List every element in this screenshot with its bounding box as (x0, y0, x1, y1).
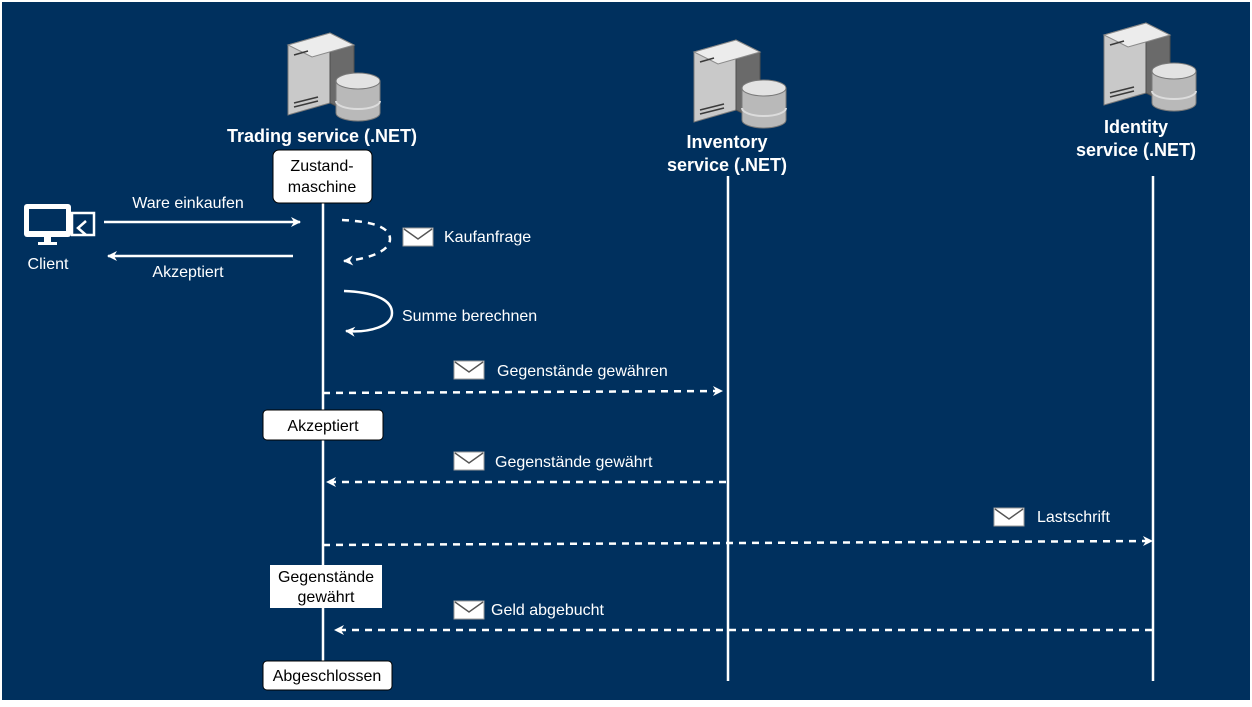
items-granted-envelope-icon (453, 451, 485, 471)
trading-service-title: Trading service (.NET) (227, 126, 417, 146)
state-items-granted-line1: Gegenstände (278, 569, 374, 586)
calculate-total-self-arrow (343, 289, 394, 337)
money-debited-envelope-icon (453, 600, 485, 620)
debit-label: Lastschrift (1037, 509, 1110, 526)
state-initial-line2: maschine (288, 179, 357, 196)
state-box-items-granted: Gegenstände gewährt (270, 565, 382, 608)
state-accepted-label: Akzeptiert (287, 418, 359, 435)
state-box-accepted: Akzeptiert (262, 409, 384, 441)
purchase-request-self-arrow (341, 218, 392, 266)
identity-service-title-line1: Identity (1104, 117, 1168, 137)
state-completed-label: Abgeschlossen (273, 668, 382, 685)
state-box-completed: Abgeschlossen (262, 660, 393, 691)
grant-items-label: Gegenstände gewähren (497, 363, 668, 380)
debit-arrow (322, 536, 1153, 547)
state-box-initial: Zustand- maschine (272, 149, 373, 204)
inventory-service-title-line1: Inventory (686, 132, 767, 152)
items-granted-label: Gegenstände gewährt (495, 454, 653, 471)
grant-items-arrow (322, 386, 723, 397)
accepted-reply-label: Akzeptiert (152, 264, 224, 281)
purchase-request-label: Kaufanfrage (444, 229, 531, 246)
buy-goods-label: Ware einkaufen (132, 195, 243, 212)
identity-service-title-line2: service (.NET) (1076, 140, 1196, 160)
client-monitor-icon (24, 204, 96, 245)
client-label: Client (28, 256, 69, 273)
debit-envelope-icon (993, 507, 1025, 527)
purchase-request-envelope-icon (402, 227, 434, 247)
grant-items-envelope-icon (453, 360, 485, 380)
money-debited-label: Geld abgebucht (491, 602, 605, 619)
calculate-total-label: Summe berechnen (402, 308, 537, 325)
inventory-service-title-line2: service (.NET) (667, 155, 787, 175)
state-initial-line1: Zustand- (290, 158, 353, 175)
state-items-granted-line2: gewährt (298, 589, 355, 606)
